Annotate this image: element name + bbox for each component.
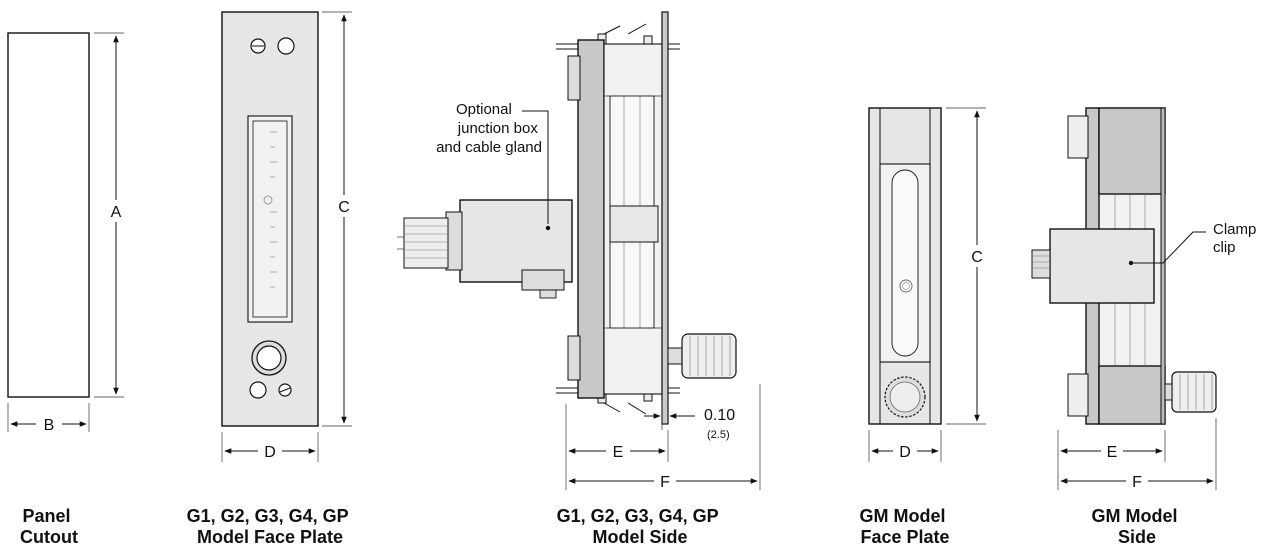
caption-gm-face-plate: GM Model Face Plate [859, 506, 950, 547]
mounting-hole-icon [249, 381, 267, 399]
gm-valve-knob-icon [1171, 371, 1217, 413]
float-carrier [609, 205, 659, 243]
callout-clamp-clip: Clamp clip [1213, 221, 1261, 256]
dimension-f-label: F [660, 474, 670, 491]
dimension-clearance-metric: (2.5) [707, 429, 730, 441]
clamp-clip [1049, 228, 1155, 304]
g-model-side-view: Optional junction box and cable gland 0.… [397, 11, 761, 491]
gm-model-side-view: Clamp clip E F [1031, 107, 1261, 491]
panel-cutout-view: A B [7, 32, 124, 434]
callout-junction-box: Optional junction box and cable gland [436, 101, 542, 156]
dimension-d-label: D [264, 444, 276, 461]
float-icon [899, 279, 913, 293]
panel-cutout-rect [7, 32, 90, 398]
flow-tube-window [247, 115, 293, 323]
junction-box [459, 199, 573, 283]
gm-dimension-c-label: C [971, 249, 983, 266]
dimension-clearance-label: 0.10 [704, 407, 735, 424]
mounting-hole-icon [277, 37, 295, 55]
clamp-screw-icon [1031, 249, 1051, 279]
dimension-e-label: E [613, 444, 624, 461]
dimension-c-label: C [338, 199, 350, 216]
gm-dimension-d-label: D [899, 444, 911, 461]
caption-panel-cutout: Panel Cutout [20, 506, 78, 547]
caption-gm-side: GM Model Side [1091, 506, 1182, 547]
gm-dimension-e-label: E [1107, 444, 1118, 461]
dimension-a-label: A [111, 204, 122, 221]
back-panel [661, 11, 669, 425]
caption-g-side: G1, G2, G3, G4, GP Model Side [557, 506, 724, 547]
float-icon [263, 195, 273, 205]
g-model-face-plate-view: C D [221, 11, 352, 462]
cable-gland [403, 217, 449, 269]
dimension-b-label: B [44, 417, 55, 434]
gm-model-face-plate-view: C D [868, 107, 986, 462]
valve-knob-icon [681, 333, 737, 379]
front-frame [577, 39, 605, 399]
caption-g-face-plate: G1, G2, G3, G4, GP Model Face Plate [187, 506, 354, 547]
gm-dimension-f-label: F [1132, 474, 1142, 491]
